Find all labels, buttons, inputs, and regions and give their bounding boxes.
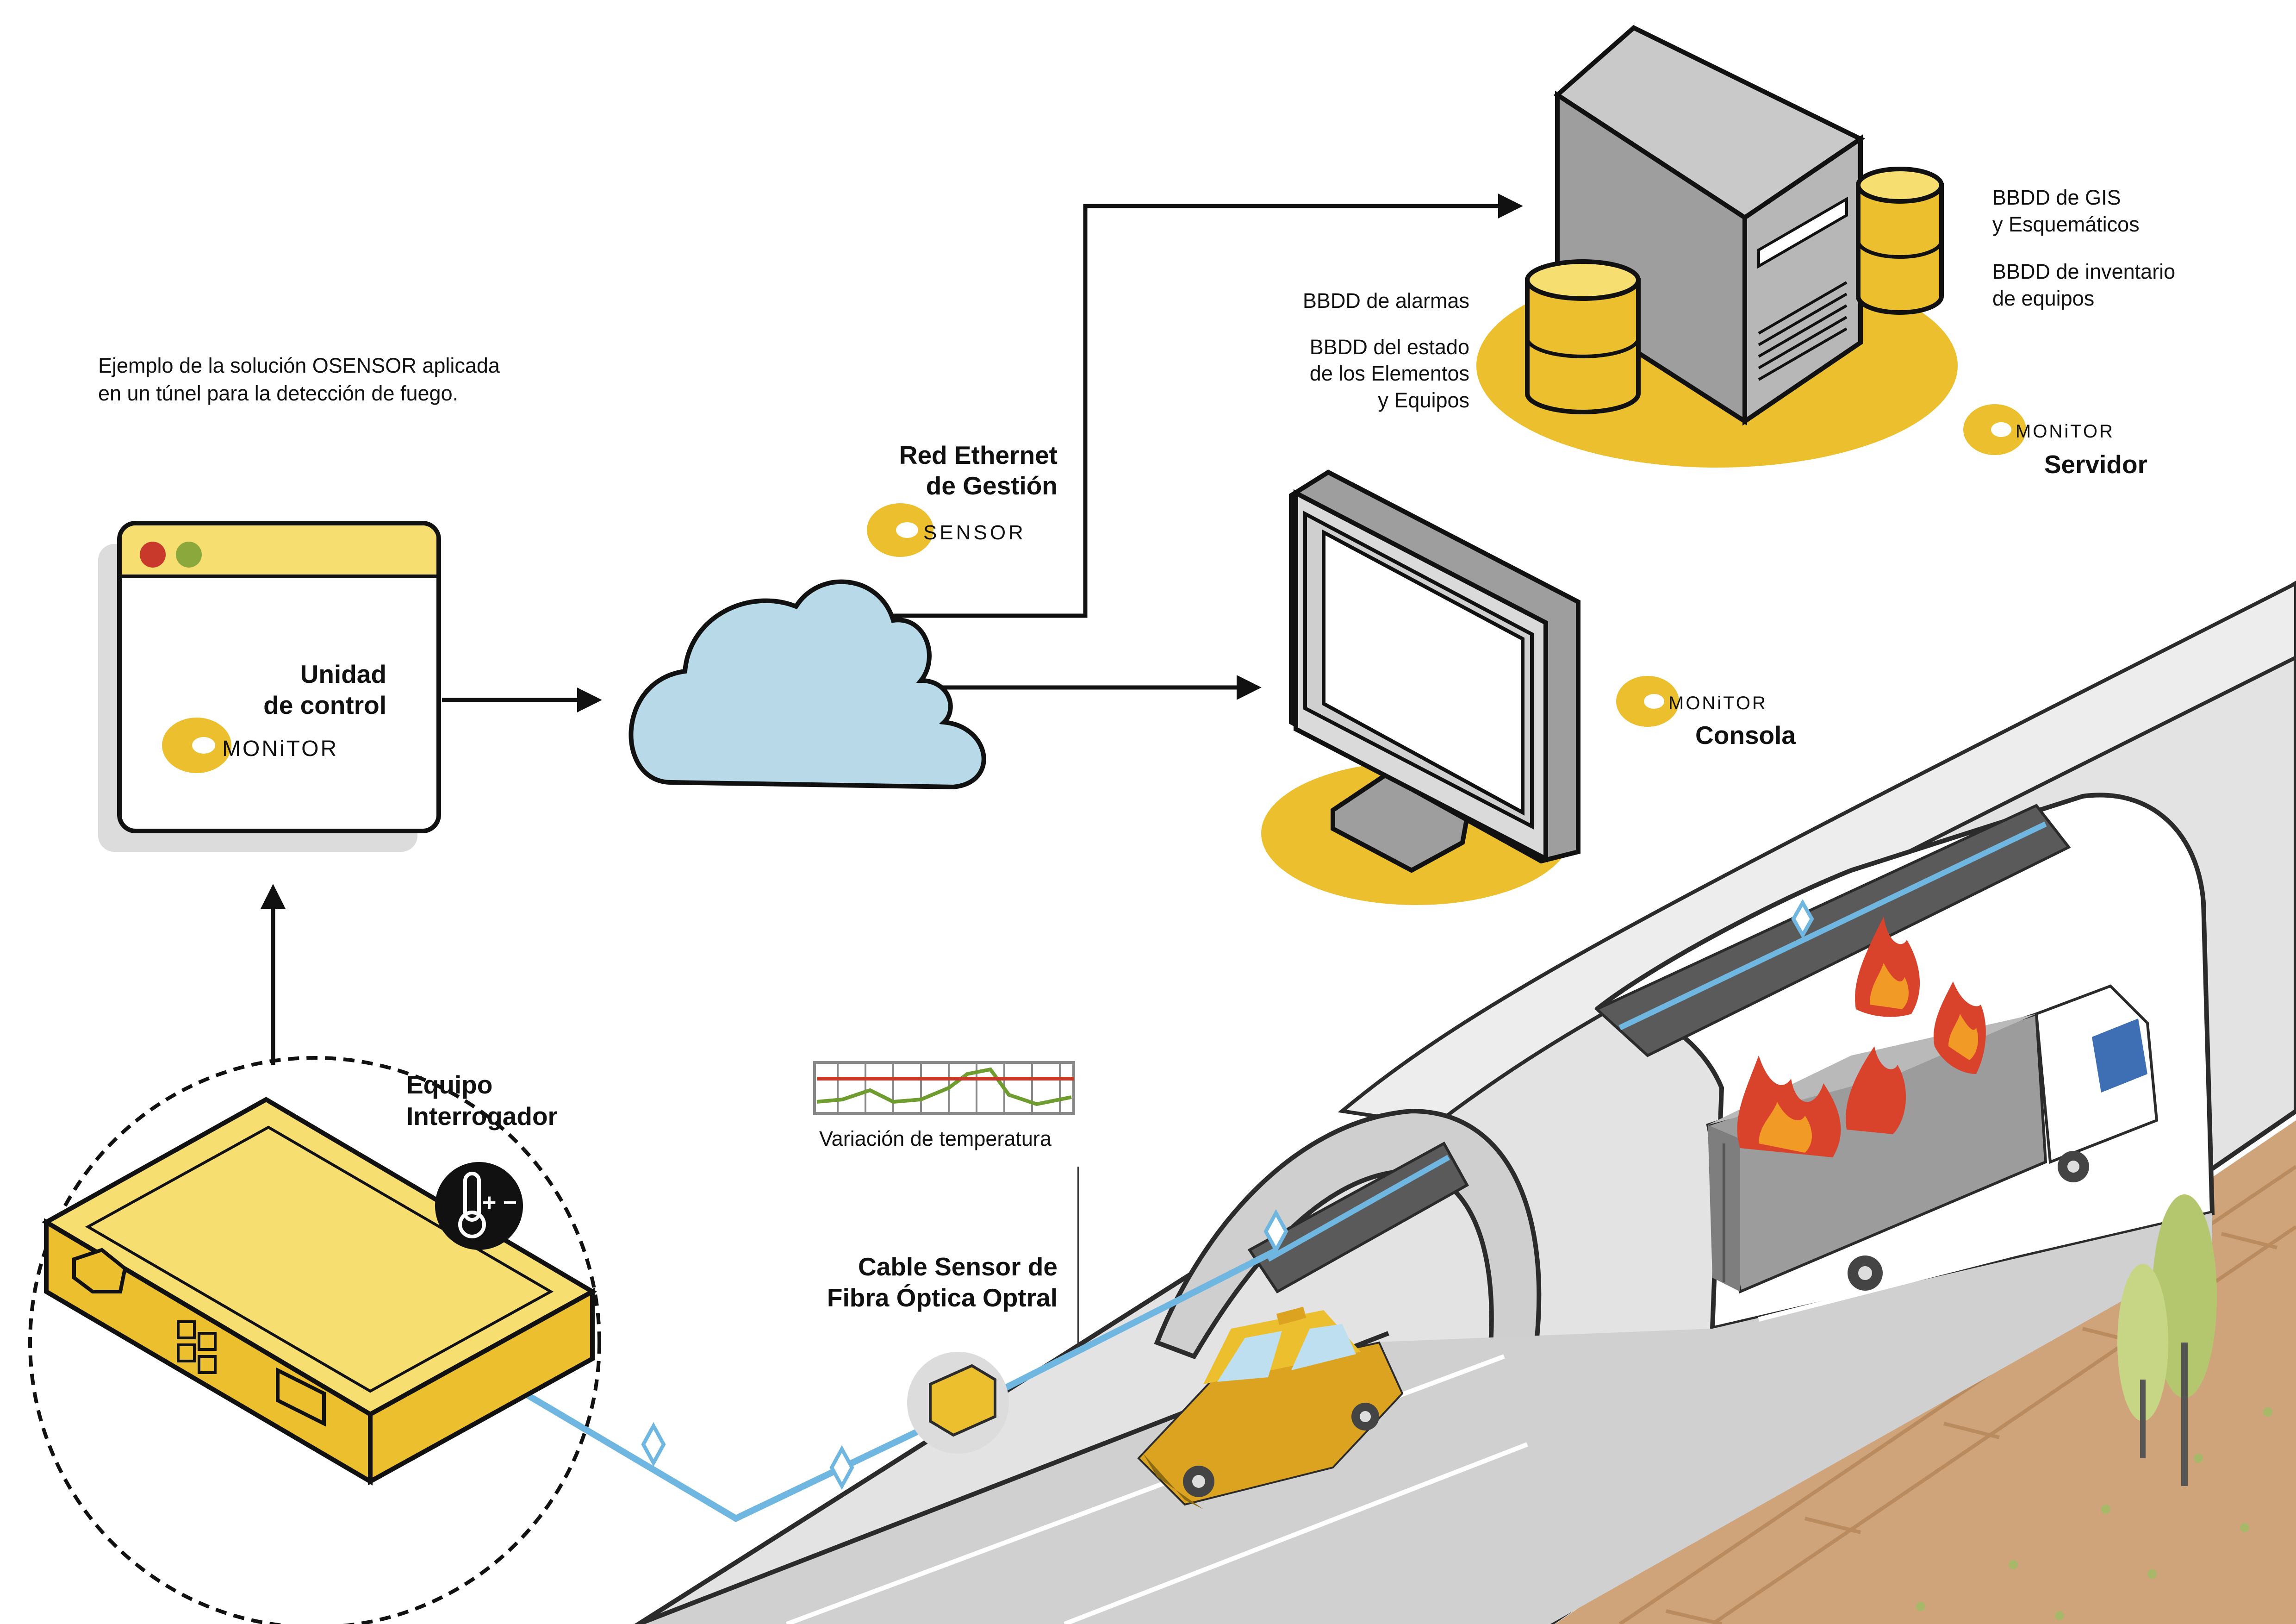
- monitor-logo: MONiTOR: [162, 718, 338, 773]
- network-title-1: Red Ethernet: [899, 441, 1058, 469]
- fiber-cable-label: Cable Sensor de Fibra Óptica Optral: [827, 1252, 1058, 1312]
- connectors: [261, 194, 1523, 1065]
- port-icon: [72, 1248, 127, 1293]
- intro-text: Ejemplo de la solución OSENSOR aplicada …: [98, 354, 500, 405]
- fiber-sensor-node-far: [1791, 899, 1814, 939]
- console-label: Consola: [1695, 721, 1796, 750]
- thermometer-signs: + −: [482, 1189, 517, 1216]
- database-icon: [1525, 259, 1641, 414]
- fiber-cable-ceiling-far: [1618, 821, 2047, 1031]
- window-min-dot: [176, 542, 202, 568]
- control-unit-title-1: Unidad: [300, 660, 386, 688]
- fiber-cable-title-1: Cable Sensor de: [858, 1252, 1058, 1281]
- fiber-cable-title-2: Fibra Óptica Optral: [827, 1283, 1058, 1312]
- tunnel-top: [1338, 581, 2296, 1127]
- monitor-logo: MONiTOR: [1616, 676, 1767, 727]
- db-state-label-2: de los Elementos: [1310, 362, 1469, 385]
- control-unit: Unidad de control MONiTOR: [98, 521, 441, 852]
- network: Red Ethernet de Gestión SENSOR: [628, 441, 1058, 790]
- led-grid-icon: [177, 1320, 217, 1374]
- arrow-network-to-server: [856, 194, 1523, 618]
- interrogator-title-2: Interrogador: [406, 1102, 558, 1131]
- fiber-sensor-node: [829, 1445, 854, 1490]
- road-line-2: [1064, 1442, 1528, 1624]
- db-gis-label-1: BBDD de GIS: [1992, 186, 2121, 209]
- db-inventory-label-1: BBDD de inventario: [1992, 260, 2175, 283]
- display-slot-icon: [276, 1367, 326, 1427]
- control-unit-title-2: de control: [263, 691, 386, 719]
- fiber-cable-ceiling-near: [1267, 1155, 1450, 1262]
- splice-box: [929, 1364, 996, 1437]
- intro-line-2: en un túnel para la detección de fuego.: [98, 381, 458, 405]
- console: MONiTOR Consola: [1261, 469, 1796, 905]
- thermometer-icon: + −: [435, 1162, 523, 1250]
- tree-icon: [2117, 1194, 2217, 1486]
- road: [639, 1213, 2212, 1624]
- server: BBDD de alarmas BBDD del estado de los E…: [1303, 25, 2175, 479]
- interrogator-title-1: Equipo: [406, 1070, 492, 1099]
- server-label: Servidor: [2044, 450, 2147, 479]
- cloud-icon: [628, 579, 986, 790]
- server-icon: [1553, 25, 1865, 426]
- window-close-dot: [140, 542, 166, 568]
- monitor-icon: [1289, 469, 1580, 873]
- interrogator: + − Equipo Interrogador: [28, 1056, 601, 1624]
- network-title-2: de Gestión: [926, 471, 1058, 500]
- sensor-logo: SENSOR: [867, 503, 1026, 557]
- intro-line-1: Ejemplo de la solución OSENSOR aplicada: [98, 354, 500, 377]
- database-icon: [1856, 167, 1944, 315]
- monitor-logo: MONiTOR: [1963, 404, 2115, 455]
- road-line-3: [1758, 1211, 2176, 1322]
- db-state-label-1: BBDD del estado: [1310, 335, 1469, 359]
- car-icon: [1137, 1306, 1404, 1509]
- window-titlebar: [122, 525, 436, 576]
- db-gis-label-2: y Esquemáticos: [1992, 212, 2140, 236]
- monitor-logo-text: MONiTOR: [1668, 693, 1767, 713]
- temperature-chart: Variación de temperatura: [813, 1061, 1075, 1150]
- grass-dots: [1916, 1407, 2272, 1620]
- db-inventory-label-2: de equipos: [1992, 287, 2094, 310]
- tunnel-scene: [634, 581, 2296, 1624]
- interrogator-dashed-ring: [28, 1056, 601, 1624]
- sensor-logo-text: SENSOR: [923, 521, 1026, 544]
- fiber-sensor-node: [641, 1422, 666, 1467]
- monitor-logo-text: MONiTOR: [222, 737, 338, 761]
- monitor-logo-text: MONiTOR: [2016, 421, 2115, 442]
- db-state-label-3: y Equipos: [1378, 388, 1469, 412]
- db-alarms-label: BBDD de alarmas: [1303, 289, 1469, 312]
- fiber-cable: [507, 1167, 1288, 1522]
- temperature-curve: [816, 1067, 1072, 1106]
- temperature-chart-label: Variación de temperatura: [819, 1127, 1052, 1150]
- fire-icon: [1737, 917, 1986, 1157]
- fiber-sensor-node: [1263, 1209, 1288, 1254]
- interrogator-box: [41, 1097, 597, 1486]
